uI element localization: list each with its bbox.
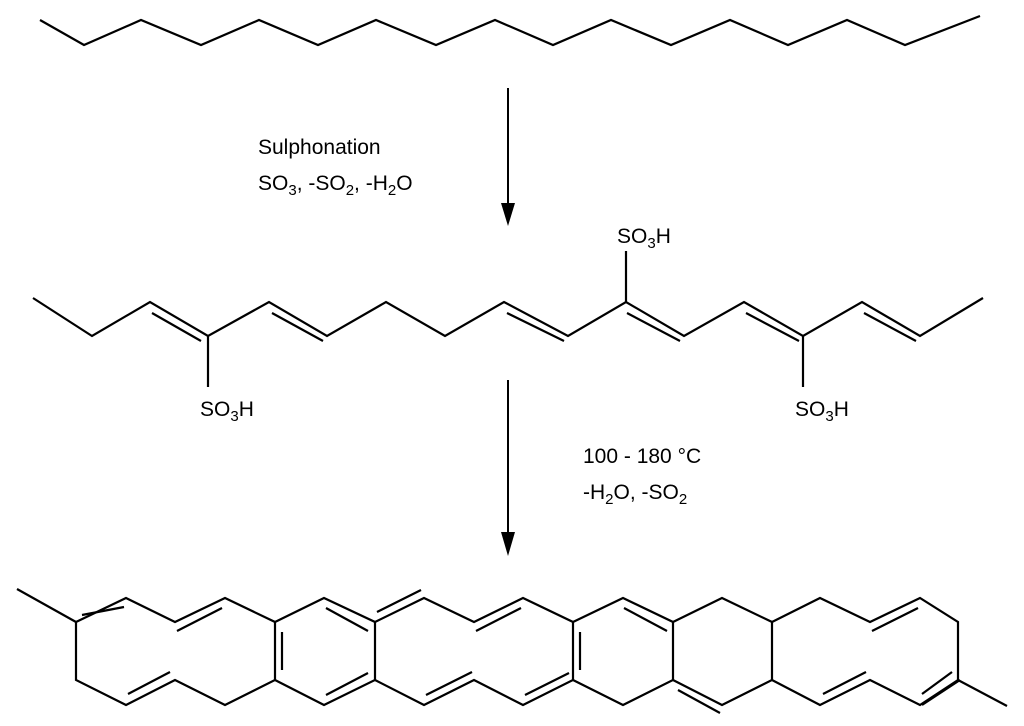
reaction-arrow-2	[501, 380, 515, 556]
sulfonic-group-label: SO3H	[200, 398, 254, 425]
reaction-arrow-1	[501, 88, 515, 226]
alkane-chain	[39, 14, 981, 47]
step1-reagents: SO3, -SO2, -H2O	[258, 172, 413, 199]
polycyclic-product	[16, 588, 1008, 714]
step2-conditions: 100 - 180 °C	[583, 445, 701, 468]
sulfonic-group-label: SO3H	[795, 398, 849, 425]
sulfonic-group-label: SO3H	[617, 225, 671, 252]
step1-title: Sulphonation	[258, 136, 381, 159]
sulfonated-polyene	[32, 251, 984, 387]
step2-reagents: -H2O, -SO2	[583, 481, 687, 508]
